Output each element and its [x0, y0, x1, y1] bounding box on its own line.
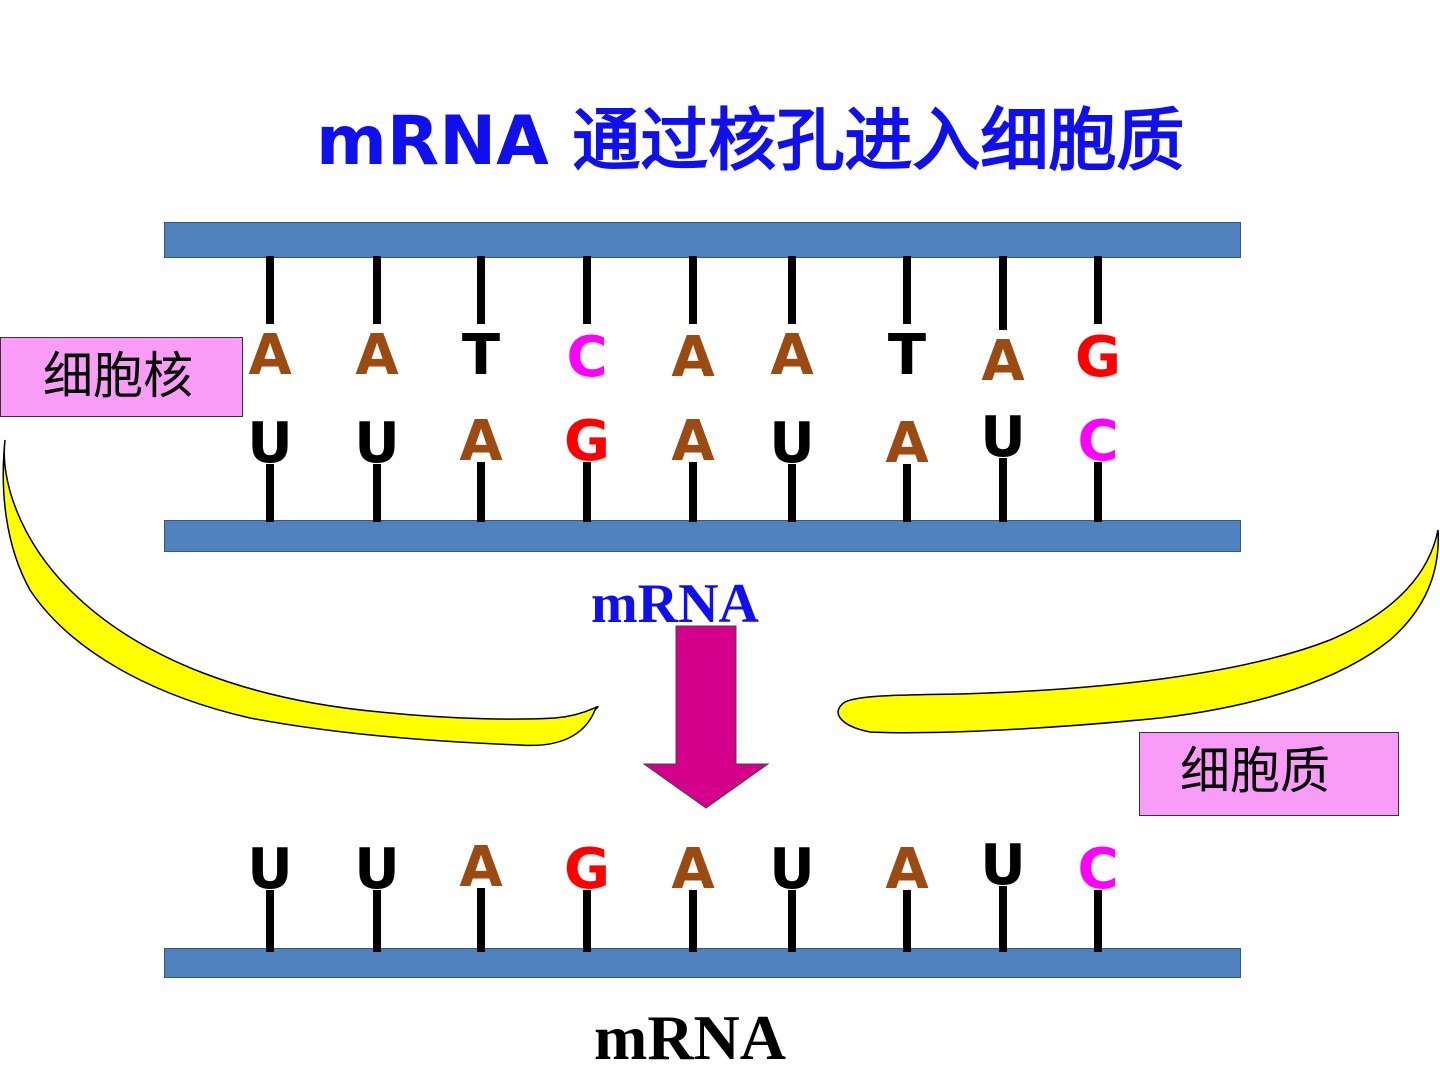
mrna-label-middle: mRNA	[591, 573, 759, 635]
dna-base: A	[981, 329, 1025, 394]
cytoplasm-label: 细胞质	[1139, 732, 1399, 816]
mrna-backbone-stick	[788, 464, 796, 522]
mrna-paired-base: U	[980, 405, 1026, 470]
dna-base: T	[887, 323, 927, 388]
mrna-strand-paired	[164, 520, 1241, 552]
dna-strand-top	[164, 222, 1241, 258]
dna-base: T	[461, 323, 501, 388]
mrna-released-base: C	[1077, 837, 1119, 902]
dna-base: A	[770, 323, 814, 388]
dna-base: A	[671, 325, 715, 390]
mrna-released-stick	[999, 886, 1007, 952]
dna-backbone-stick	[583, 256, 591, 324]
mrna-backbone-stick	[373, 464, 381, 522]
mrna-backbone-stick	[999, 458, 1007, 522]
dna-base: A	[248, 323, 292, 388]
mrna-backbone-stick	[583, 462, 591, 522]
mrna-backbone-stick	[689, 462, 697, 522]
mrna-released-stick	[373, 890, 381, 952]
mrna-paired-base: A	[885, 411, 929, 476]
nuclear-membrane-right	[837, 529, 1439, 734]
mrna-strand-released	[164, 948, 1241, 978]
mrna-paired-base: C	[1077, 409, 1119, 474]
dna-backbone-stick	[477, 256, 485, 324]
mrna-released-base: U	[247, 837, 293, 902]
mrna-backbone-stick	[903, 464, 911, 522]
mrna-released-stick	[903, 890, 911, 952]
mrna-released-base: U	[769, 837, 815, 902]
diagram-title: mRNA 通过核孔进入细胞质	[316, 102, 1185, 181]
dna-backbone-stick	[903, 256, 911, 324]
nucleus-label: 细胞核	[0, 337, 243, 417]
mrna-released-base: A	[885, 837, 929, 902]
mrna-released-stick	[788, 890, 796, 952]
mrna-label-bottom: mRNA	[594, 1002, 786, 1073]
dna-backbone-stick	[999, 256, 1007, 330]
mrna-released-stick	[477, 888, 485, 952]
mrna-released-stick	[1094, 890, 1102, 952]
mrna-backbone-stick	[477, 462, 485, 522]
nuclear-membrane-left	[2, 439, 599, 747]
dna-backbone-stick	[266, 256, 274, 324]
mrna-released-base: A	[671, 837, 715, 902]
dna-backbone-stick	[1094, 256, 1102, 324]
mrna-released-stick	[266, 890, 274, 952]
transport-arrow	[642, 625, 770, 809]
mrna-released-stick	[689, 890, 697, 952]
dna-base: C	[566, 325, 608, 390]
mrna-released-base: A	[459, 835, 503, 900]
mrna-paired-base: G	[564, 409, 610, 474]
mrna-paired-base: U	[247, 411, 293, 476]
mrna-backbone-stick	[266, 464, 274, 522]
mrna-released-base: G	[564, 837, 610, 902]
mrna-released-base: U	[354, 837, 400, 902]
dna-backbone-stick	[788, 256, 796, 324]
dna-base: G	[1075, 325, 1121, 390]
mrna-released-base: U	[980, 833, 1026, 898]
dna-backbone-stick	[689, 256, 697, 324]
mrna-paired-base: A	[671, 409, 715, 474]
mrna-paired-base: U	[354, 411, 400, 476]
mrna-paired-base: A	[459, 409, 503, 474]
dna-backbone-stick	[373, 256, 381, 324]
mrna-released-stick	[583, 890, 591, 952]
mrna-backbone-stick	[1094, 462, 1102, 522]
dna-base: A	[355, 323, 399, 388]
mrna-paired-base: U	[769, 411, 815, 476]
